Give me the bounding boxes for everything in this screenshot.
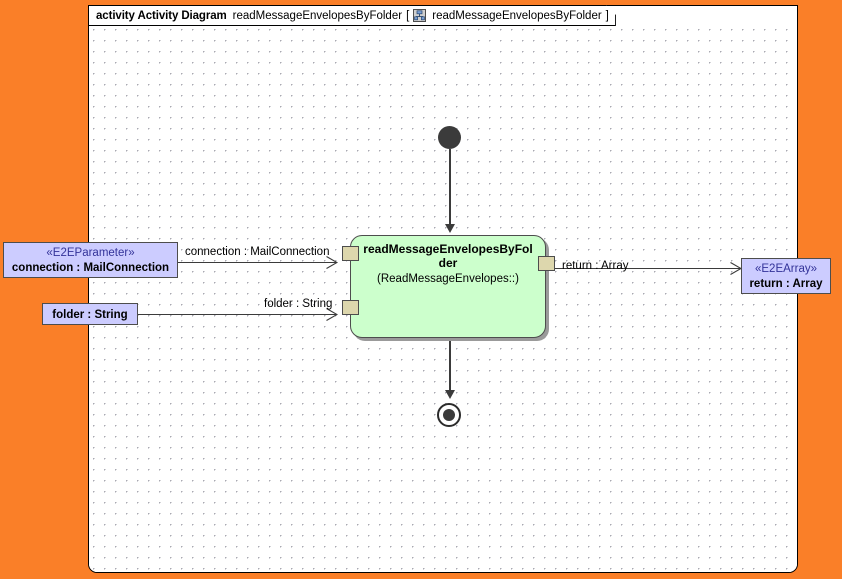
connection-parameter-stereotype: «E2EParameter» xyxy=(46,247,135,259)
edge-return-line[interactable] xyxy=(555,268,740,269)
return-output-pin[interactable] xyxy=(538,256,555,271)
initial-node[interactable] xyxy=(438,126,461,149)
edge-folder-arrowhead xyxy=(326,308,338,321)
activity-node-subtitle: (ReadMessageEnvelopes::) xyxy=(377,273,519,285)
activity-node-title: readMessageEnvelopesByFolder xyxy=(363,242,533,270)
edge-connection-arrowhead xyxy=(326,256,338,269)
folder-parameter[interactable]: folder : String xyxy=(42,303,138,325)
edge-initial-to-activity[interactable] xyxy=(449,149,451,226)
connection-input-pin[interactable] xyxy=(342,246,359,261)
edge-initial-to-activity-arrowhead xyxy=(445,224,455,233)
edge-activity-to-final[interactable] xyxy=(449,341,451,393)
frame-diagram-name: readMessageEnvelopesByFolder xyxy=(232,9,403,22)
activity-node[interactable]: readMessageEnvelopesByFolder (ReadMessag… xyxy=(350,235,546,338)
activity-final-node-inner xyxy=(443,409,455,421)
frame-bracket-open: [ xyxy=(406,9,410,22)
edge-connection-line[interactable] xyxy=(178,262,336,263)
return-array-stereotype: «E2EArray» xyxy=(754,263,817,275)
frame-keyword: activity Activity Diagram xyxy=(96,9,227,22)
folder-input-pin[interactable] xyxy=(342,300,359,315)
edge-activity-to-final-arrowhead xyxy=(445,390,455,399)
activity-final-node[interactable] xyxy=(437,403,461,427)
diagram-frame-header: activity Activity Diagram readMessageEnv… xyxy=(88,5,616,26)
frame-referenced-element: readMessageEnvelopesByFolder xyxy=(432,9,602,22)
activity-diagram-icon xyxy=(413,9,426,22)
edge-folder-label: folder : String xyxy=(264,298,333,310)
diagram-frame xyxy=(88,5,798,573)
folder-parameter-label: folder : String xyxy=(52,309,128,321)
connection-parameter[interactable]: «E2EParameter» connection : MailConnecti… xyxy=(3,242,178,278)
frame-bracket-close: ] xyxy=(605,9,609,22)
return-array[interactable]: «E2EArray» return : Array xyxy=(741,258,831,294)
return-array-label: return : Array xyxy=(749,278,823,290)
connection-parameter-label: connection : MailConnection xyxy=(11,262,170,274)
edge-folder-line[interactable] xyxy=(138,314,336,315)
edge-connection-label: connection : MailConnection xyxy=(185,246,330,258)
edge-return-label: return : Array xyxy=(562,260,629,272)
